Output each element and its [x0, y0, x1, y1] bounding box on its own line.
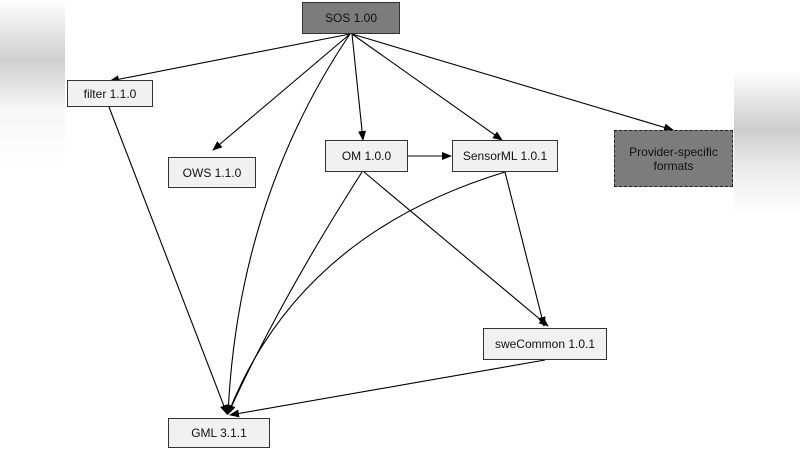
edge-sos-sensorml	[351, 33, 503, 141]
node-filter-label: filter 1.1.0	[83, 86, 137, 101]
node-om-label: OM 1.0.0	[341, 149, 392, 163]
node-provider-label: Provider-specific formats	[629, 144, 718, 173]
node-provider-specific-formats[interactable]: Provider-specific formats	[614, 130, 733, 187]
node-gml-label: GML 3.1.1	[191, 426, 247, 440]
edge-sensorml-gml	[227, 171, 506, 415]
edge-sos-ows	[212, 33, 351, 151]
edge-sos-provider	[351, 33, 674, 132]
edge-sos-filter	[109, 33, 351, 84]
node-sos[interactable]: SOS 1.00	[302, 2, 400, 34]
edge-filter-gml	[108, 106, 228, 415]
node-om[interactable]: OM 1.0.0	[325, 140, 408, 172]
node-swecommon-label: sweCommon 1.0.1	[494, 337, 596, 351]
node-ows[interactable]: OWS 1.1.0	[168, 157, 256, 188]
node-sensorml[interactable]: SensorML 1.0.1	[452, 140, 558, 172]
node-sos-label: SOS 1.00	[324, 11, 378, 25]
edge-sos-gml	[224, 33, 351, 415]
node-ows-label: OWS 1.1.0	[182, 165, 242, 180]
edge-sos-om	[351, 33, 367, 141]
right-edge-shading	[734, 0, 800, 450]
node-swecommon[interactable]: sweCommon 1.0.1	[483, 328, 607, 360]
node-filter[interactable]: filter 1.1.0	[67, 80, 153, 107]
edge-swecommon-gml	[229, 359, 546, 418]
edge-om-swecommon	[363, 171, 549, 327]
node-gml[interactable]: GML 3.1.1	[168, 418, 270, 448]
node-sensorml-label: SensorML 1.0.1	[462, 149, 548, 163]
edge-om-gml	[227, 171, 363, 415]
edge-sensorml-swecommon	[504, 171, 546, 327]
left-edge-shading	[0, 0, 65, 450]
